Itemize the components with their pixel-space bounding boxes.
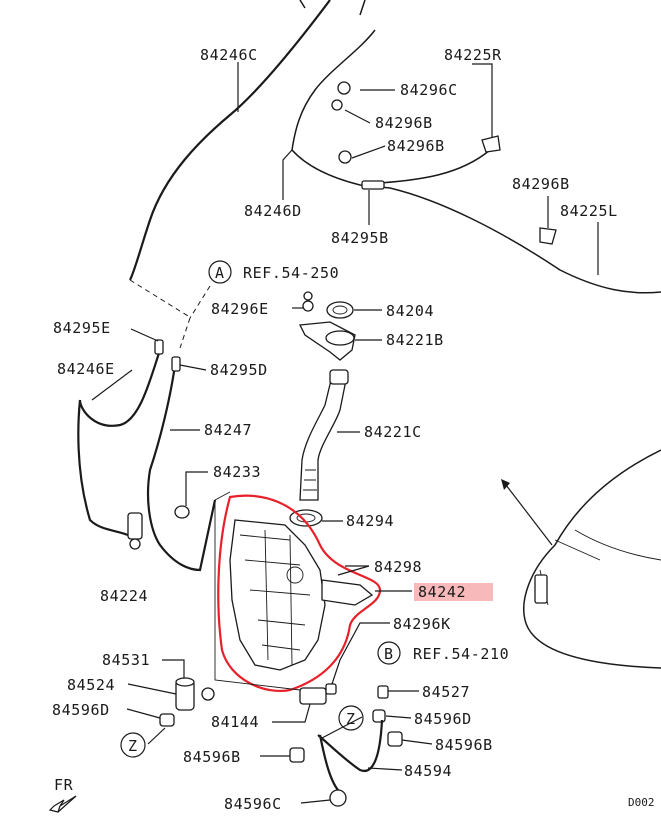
label-84224: 84224 — [100, 587, 148, 605]
hose-84594 — [317, 719, 384, 791]
clip-84296K — [325, 683, 337, 695]
label-84296K: 84296K — [393, 615, 451, 633]
connector-84144 — [299, 687, 327, 705]
cap-84204 — [326, 301, 354, 319]
label-84225L: 84225L — [560, 202, 618, 220]
z-circle-2 — [338, 705, 364, 731]
clip-84296B-c — [539, 227, 557, 245]
z-callout-2: Z — [338, 705, 364, 731]
label-84596D-1: 84596D — [52, 701, 110, 719]
ref-b-callout: B REF.54-210 — [377, 641, 509, 665]
label-84225R: 84225R — [444, 46, 502, 64]
label-84242: 84242 — [418, 583, 466, 601]
label-84296E: 84296E — [211, 300, 269, 318]
label-84596D-2: 84596D — [414, 710, 472, 728]
z-letter-2: Z — [346, 710, 356, 728]
label-84246E: 84246E — [57, 360, 115, 378]
pump-84224 — [127, 512, 143, 540]
ref-b-circle — [377, 641, 401, 665]
ref-a-circle — [208, 260, 232, 284]
hose-84246D — [291, 29, 661, 294]
label-84247: 84247 — [204, 421, 252, 439]
clip-84296E-head — [303, 291, 313, 301]
label-84524: 84524 — [67, 676, 115, 694]
label-84295D: 84295D — [210, 361, 268, 379]
tank-bracket — [321, 579, 374, 606]
label-84295B: 84295B — [331, 229, 389, 247]
label-84204: 84204 — [386, 302, 434, 320]
hose-top-stub-2 — [359, 0, 366, 16]
tank-highlight-outline — [217, 494, 382, 693]
z-callout-1: Z — [120, 732, 146, 758]
grommet-84233 — [174, 505, 190, 519]
label-84596B-2: 84596B — [435, 736, 493, 754]
label-84246D: 84246D — [244, 202, 302, 220]
label-84596C: 84596C — [224, 795, 282, 813]
label-84296B-2: 84296B — [387, 137, 445, 155]
vehicle-outline — [523, 449, 661, 669]
ref-a-letter: A — [215, 264, 225, 282]
clip-84596C — [329, 789, 347, 807]
label-84298: 84298 — [374, 558, 422, 576]
front-arrow-icon — [48, 795, 77, 813]
label-84527: 84527 — [422, 683, 470, 701]
vehicle-pointer — [505, 484, 553, 546]
connector-84295E — [154, 339, 164, 355]
label-84242-highlight — [414, 583, 493, 601]
ref-b-letter: B — [384, 645, 394, 663]
tube-84221C — [299, 371, 348, 501]
label-84221B: 84221B — [386, 331, 444, 349]
label-84233: 84233 — [213, 463, 261, 481]
label-84221C: 84221C — [364, 423, 422, 441]
z-letter-1: Z — [128, 737, 138, 755]
label-84295E: 84295E — [53, 319, 111, 337]
clip-84596D-left — [159, 713, 175, 727]
grommet-84524 — [201, 687, 215, 701]
front-label: FR — [54, 776, 74, 794]
label-84594: 84594 — [404, 762, 452, 780]
ref-a-dash-3 — [179, 317, 191, 349]
clip-84596B-right — [387, 731, 403, 747]
vehicle-tank-location — [534, 574, 548, 604]
hose-84247 — [146, 364, 217, 572]
ref-a-text: REF.54-250 — [243, 264, 339, 282]
ref-a-dash-2 — [189, 285, 211, 319]
clip-84296C — [337, 81, 351, 95]
clip-84596B-left — [289, 747, 305, 763]
connector-84295B — [361, 180, 385, 190]
hose-84246C — [129, 0, 331, 281]
diagram-code: D002 — [628, 796, 655, 809]
label-84294: 84294 — [346, 512, 394, 530]
label-84246C: 84246C — [200, 46, 258, 64]
ref-a-callout: A REF.54-250 — [208, 260, 339, 284]
label-84531: 84531 — [102, 651, 150, 669]
front-direction-indicator: FR — [48, 776, 77, 813]
hose-84246E — [77, 349, 162, 537]
clip-84296E — [302, 300, 314, 312]
tank-84242 — [229, 519, 326, 671]
clip-84296B-a — [331, 99, 343, 111]
hose-top-stub — [299, 0, 306, 9]
z-circle-1 — [120, 732, 146, 758]
clip-84596D-right — [372, 709, 386, 723]
valve-84527 — [377, 685, 389, 699]
label-84296B-3: 84296B — [512, 175, 570, 193]
ref-b-text: REF.54-210 — [413, 645, 509, 663]
ref-a-dash-1 — [129, 279, 189, 317]
label-84296C: 84296C — [400, 81, 458, 99]
label-84596B-1: 84596B — [183, 748, 241, 766]
hose-84225R — [379, 149, 491, 184]
connector-84295D — [171, 356, 181, 372]
clip-84296B-b — [338, 150, 352, 164]
label-84144: 84144 — [211, 713, 259, 731]
label-84296B-1: 84296B — [375, 114, 433, 132]
nozzle-84225R — [481, 135, 501, 153]
